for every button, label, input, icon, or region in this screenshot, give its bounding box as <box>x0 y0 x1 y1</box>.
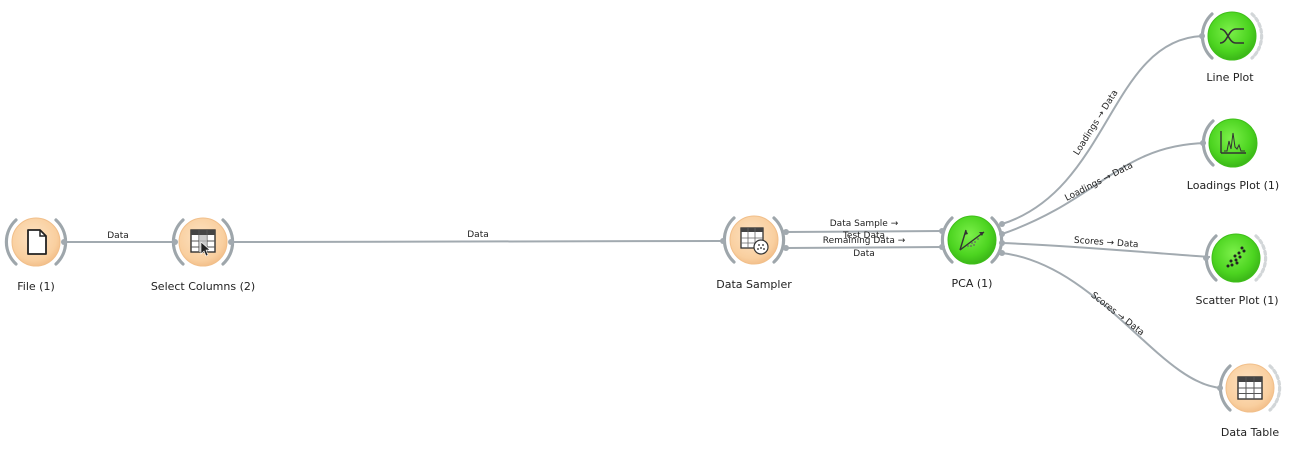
pca-icon <box>959 229 985 251</box>
link-pca-scatter[interactable] <box>1001 242 1211 258</box>
node-label-pca[interactable]: PCA (1) <box>951 277 993 290</box>
input-port[interactable] <box>720 238 726 244</box>
link-pca-line[interactable] <box>1001 35 1203 225</box>
table-icon <box>1237 376 1263 400</box>
node-pca[interactable] <box>939 215 1005 265</box>
links <box>64 35 1223 389</box>
node-label-file[interactable]: File (1) <box>17 280 55 293</box>
output-port[interactable] <box>61 239 67 245</box>
output-port-1[interactable] <box>999 221 1005 227</box>
input-port-top[interactable] <box>939 228 945 234</box>
link-label-pca-loadings: Loadings → Data <box>1063 161 1134 204</box>
node-data-table[interactable] <box>1217 363 1282 413</box>
link-label-pca-line: Loadings → Data <box>1072 89 1120 158</box>
node-label-loadings-plot[interactable]: Loadings Plot (1) <box>1186 179 1280 192</box>
input-port[interactable] <box>1199 33 1205 39</box>
node-label-data-table[interactable]: Data Table <box>1220 426 1280 439</box>
output-port-4[interactable] <box>999 250 1005 256</box>
node-label-data-sampler[interactable]: Data Sampler <box>716 278 792 291</box>
node-scatter-plot[interactable] <box>1203 233 1268 283</box>
node-select-columns[interactable] <box>171 217 235 267</box>
node-label-scatter-plot[interactable]: Scatter Plot (1) <box>1195 294 1279 307</box>
output-port-2[interactable] <box>999 231 1005 237</box>
link-pca-loadings[interactable] <box>1001 142 1207 235</box>
select-columns-icon <box>190 229 216 257</box>
link-label-sampler-pca-top-1: Data Sample → <box>830 219 899 229</box>
input-port[interactable] <box>172 239 178 245</box>
document-icon <box>27 229 47 255</box>
loadings-plot-icon <box>1220 131 1246 154</box>
node-line-plot[interactable] <box>1199 11 1264 61</box>
link-label-pca-scatter: Scores → Data <box>1074 236 1139 250</box>
link-sampler-pca-top[interactable] <box>785 230 943 233</box>
link-pca-table[interactable] <box>1001 252 1223 389</box>
node-data-sampler[interactable] <box>720 215 789 265</box>
link-labels: Data Data Data Sample → Test Data Remain… <box>107 89 1146 339</box>
input-port[interactable] <box>1203 255 1209 261</box>
output-port-sample[interactable] <box>783 229 789 235</box>
input-port-bottom[interactable] <box>939 244 945 250</box>
link-label-sampler-pca-bottom-1: Remaining Data → <box>823 236 906 246</box>
input-port[interactable] <box>1200 140 1206 146</box>
link-label-select-sampler: Data <box>467 230 489 240</box>
link-label-pca-table: Scores → Data <box>1089 291 1146 339</box>
link-label-sampler-pca-top-2: Test Data <box>842 231 885 241</box>
output-port-3[interactable] <box>999 240 1005 246</box>
link-select-sampler[interactable] <box>233 240 723 243</box>
link-label-sampler-pca-bottom-2: Data <box>853 249 875 259</box>
node-file[interactable] <box>4 217 68 267</box>
link-label-file-select: Data <box>107 231 129 241</box>
output-port-remaining[interactable] <box>783 245 789 251</box>
node-loadings-plot[interactable] <box>1200 118 1258 168</box>
node-label-line-plot[interactable]: Line Plot <box>1206 71 1254 84</box>
output-port[interactable] <box>228 239 234 245</box>
scatter-plot-icon <box>1226 246 1246 268</box>
data-sampler-icon <box>740 227 769 255</box>
line-plot-icon <box>1219 28 1244 44</box>
link-sampler-pca-bottom[interactable] <box>785 246 943 249</box>
node-label-select-columns[interactable]: Select Columns (2) <box>150 280 256 293</box>
input-port[interactable] <box>1217 385 1223 391</box>
